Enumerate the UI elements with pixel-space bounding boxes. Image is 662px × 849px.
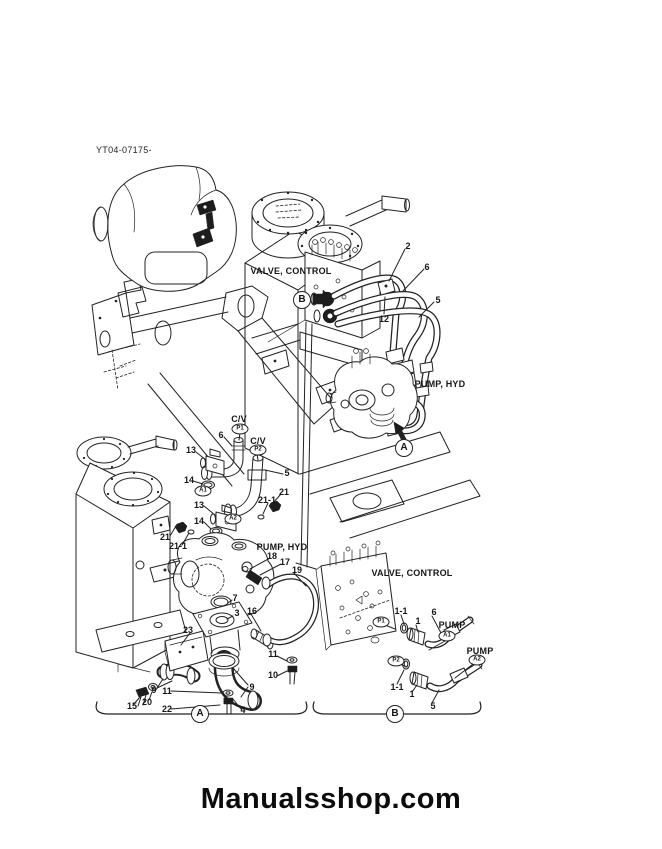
engine-hood — [92, 165, 237, 292]
section-arrows — [312, 289, 409, 447]
figure-code: YT04-07175- — [96, 145, 152, 155]
cv-pipe-fittings — [174, 437, 282, 535]
arrow-b-icon — [312, 289, 334, 309]
pump-assembly-lower — [135, 532, 319, 715]
section-brackets — [95, 701, 482, 715]
watermark-text: Manualsshop.com — [200, 783, 462, 815]
left-tank — [75, 435, 187, 673]
section-b-valve-control — [315, 540, 483, 693]
hydraulic-pump-upper — [325, 348, 418, 439]
